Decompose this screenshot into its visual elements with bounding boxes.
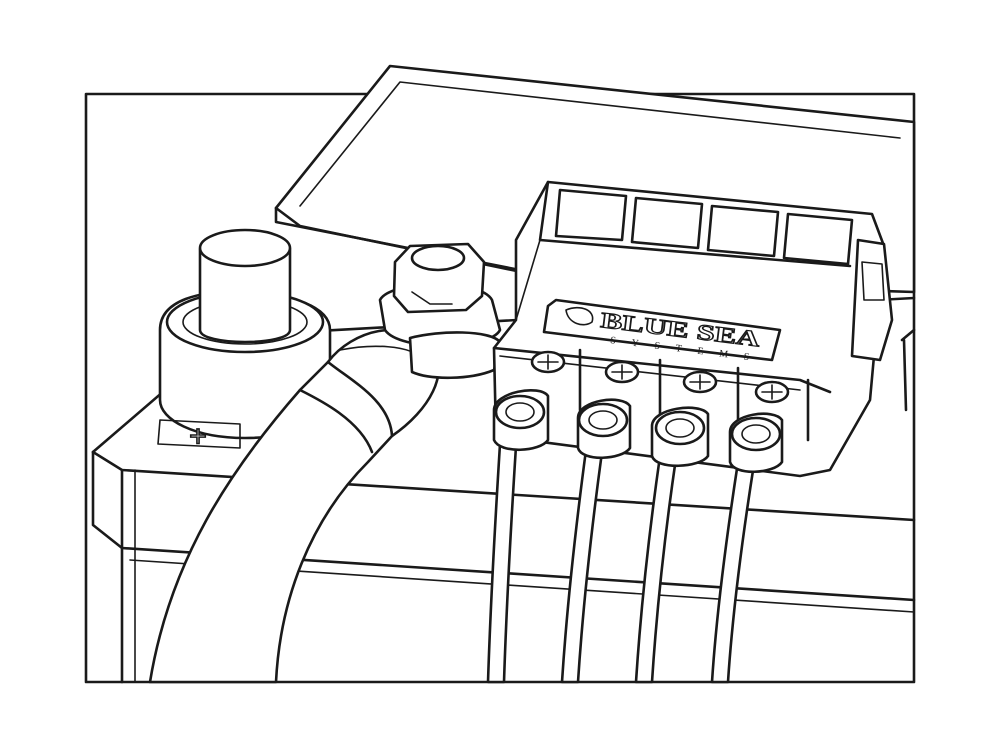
wires [486,388,784,684]
wire-3 [634,406,710,684]
cable-lug [408,331,502,380]
positive-terminal [158,228,332,440]
fuse-caps [554,188,854,266]
fuse-cap-4 [782,212,854,266]
wire-4 [710,412,784,684]
fuse-cap-2 [630,196,704,250]
wire-1 [486,388,550,684]
fuse-cap-3 [706,204,780,258]
fuse-cap-1 [554,188,628,242]
screw-terminals [530,350,790,404]
polarity-plus-label: + [189,420,207,453]
screw-terminal-2 [604,360,640,384]
wire-2 [560,398,632,684]
screw-terminal-1 [530,350,566,374]
terminal-stud-nut [378,242,502,348]
screw-terminal-3 [682,370,718,394]
screw-terminal-4 [754,380,790,404]
polarity-mark: + [157,419,241,454]
